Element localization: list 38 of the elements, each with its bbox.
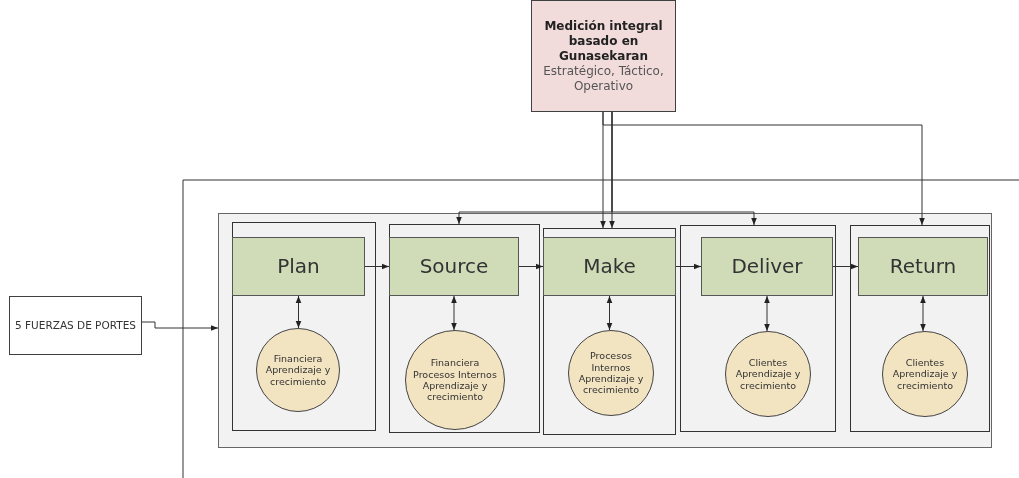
box-label: 5 FUERZAS DE PORTES xyxy=(14,318,137,333)
panel-background xyxy=(218,213,992,448)
column-frame xyxy=(232,222,376,431)
circle-label: Procesos Internos Aprendizaje y crecimiento xyxy=(577,350,645,396)
column-frame xyxy=(680,225,836,432)
box-title: Medición integral basado en Gunasekaran xyxy=(543,18,664,64)
box-label: Deliver xyxy=(730,254,804,279)
circle-label: Clientes Aprendizaje y crecimiento xyxy=(891,356,959,392)
column-frame xyxy=(850,225,990,432)
process-box xyxy=(531,0,676,112)
arrow xyxy=(518,263,544,270)
arrow xyxy=(611,111,757,226)
box-label: Make xyxy=(582,254,637,279)
arrow xyxy=(364,263,390,270)
process-box xyxy=(232,237,365,296)
arrow xyxy=(141,321,219,331)
arrow xyxy=(832,263,859,270)
arrow xyxy=(920,295,926,332)
column-frame xyxy=(543,228,676,435)
box-text: Estratégico, Táctico, Operativo xyxy=(542,63,665,94)
circle-label: Financiera Procesos Internos Aprendizaje y crecimiento xyxy=(412,357,498,403)
arrow xyxy=(451,295,457,331)
box-label: Plan xyxy=(276,254,321,279)
process-box xyxy=(543,237,676,296)
arrow xyxy=(606,295,613,331)
arrow xyxy=(764,295,770,332)
process-box xyxy=(858,237,988,296)
arrow xyxy=(675,263,702,270)
process-box xyxy=(701,237,833,296)
process-box xyxy=(9,296,142,355)
arrow xyxy=(602,111,925,226)
box-label: Source xyxy=(418,254,490,279)
circle-label: Financiera Aprendizaje y crecimiento xyxy=(264,352,332,388)
circle-label: Clientes Aprendizaje y crecimiento xyxy=(734,356,802,392)
process-box xyxy=(389,237,519,296)
column-frame xyxy=(389,224,540,433)
arrow xyxy=(295,295,302,329)
box-label: Return xyxy=(888,254,958,279)
